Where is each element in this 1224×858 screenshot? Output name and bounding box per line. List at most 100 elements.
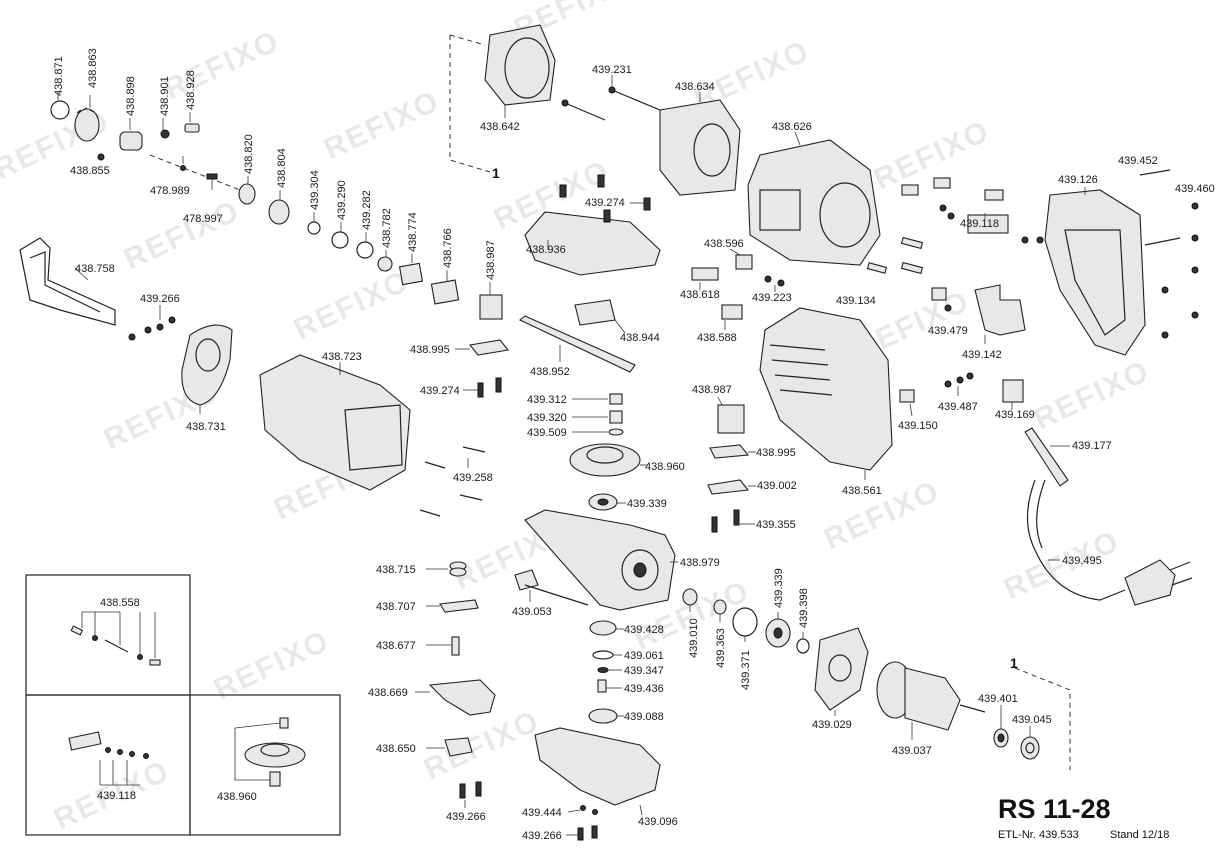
part-label-438677: 438.677 <box>376 640 416 652</box>
part-label-439460: 439.460 <box>1175 183 1215 195</box>
watermark: REFIXO <box>819 474 945 556</box>
gear-cover-part <box>259 354 411 491</box>
armature-side-parts <box>682 588 810 654</box>
part-label-438995a: 438.995 <box>410 344 450 356</box>
cord-guard-bits <box>899 372 1070 487</box>
part-label-438928: 438.928 <box>185 70 197 110</box>
part-label-439029: 439.029 <box>812 719 852 731</box>
housing-screws <box>419 446 486 517</box>
part-label-439061: 439.061 <box>624 650 664 662</box>
part-label-439150: 439.150 <box>898 420 938 432</box>
part-label-439142: 439.142 <box>962 349 1002 361</box>
part-label-438855: 438.855 <box>70 165 110 177</box>
part-label-438561: 438.561 <box>842 485 882 497</box>
chuck-parts <box>50 92 241 191</box>
part-label-439428: 439.428 <box>624 624 664 636</box>
watermark: REFIXO <box>209 624 335 706</box>
watermark: REFIXO <box>419 704 545 786</box>
part-label-439266a: 439.266 <box>140 293 180 305</box>
plug-part <box>1124 559 1176 606</box>
part-label-439274b: 439.274 <box>420 385 460 397</box>
part-label-438731: 438.731 <box>186 421 226 433</box>
long-screws <box>561 75 661 121</box>
plate-part <box>430 279 460 305</box>
part-label-439371: 439.371 <box>740 650 752 690</box>
part-label-439118b: 439.118 <box>97 790 136 802</box>
part-label-438804: 438.804 <box>276 148 288 188</box>
part-label-439096: 439.096 <box>638 816 678 828</box>
part-label-439266c: 439.266 <box>522 830 562 842</box>
watermark: REFIXO <box>869 114 995 196</box>
bearing-part <box>238 183 256 205</box>
part-label-439118a: 439.118 <box>960 218 999 230</box>
pin-stack <box>572 393 624 436</box>
part-label-439088: 439.088 <box>624 711 664 723</box>
part-label-438758: 438.758 <box>75 263 115 275</box>
shoe-screws <box>128 305 176 341</box>
part-label-439010: 439.010 <box>688 618 700 658</box>
part-label-438669: 438.669 <box>368 687 408 699</box>
part-label-439290: 439.290 <box>336 180 348 220</box>
part-label-438596: 438.596 <box>704 238 744 250</box>
motor-cover-part <box>759 307 893 480</box>
clamp-plate-part <box>455 282 510 356</box>
part-label-439177: 439.177 <box>1072 440 1112 452</box>
handle-half-part <box>1044 169 1199 356</box>
part-label-439509: 439.509 <box>527 427 567 439</box>
part-label-439037: 439.037 <box>892 745 932 757</box>
watermark: REFIXO <box>289 264 415 346</box>
part-label-478989: 478.989 <box>150 185 190 197</box>
part-label-438782: 438.782 <box>381 208 393 248</box>
callout-number: 1 <box>1010 655 1018 671</box>
part-label-438871: 438.871 <box>53 56 65 96</box>
part-label-438766: 438.766 <box>442 228 454 268</box>
screws-355 <box>711 509 755 533</box>
part-label-438723: 438.723 <box>322 351 362 363</box>
part-label-439223: 439.223 <box>752 292 792 304</box>
center-column-parts <box>588 620 624 724</box>
part-label-439398: 439.398 <box>798 588 810 628</box>
part-label-439339a: 439.339 <box>627 498 667 510</box>
part-label-439479: 439.479 <box>928 325 968 337</box>
part-label-439401: 439.401 <box>978 693 1018 705</box>
part-label-438715: 438.715 <box>376 564 416 576</box>
part-label-438863: 438.863 <box>87 48 99 88</box>
part-label-438820: 438.820 <box>243 134 255 174</box>
part-label-438618: 438.618 <box>680 289 720 301</box>
spring-part <box>206 173 218 180</box>
armature-part <box>876 661 986 740</box>
gear-frame-part <box>524 174 661 276</box>
part-label-438642: 438.642 <box>480 121 520 133</box>
part-label-439495: 439.495 <box>1062 555 1102 567</box>
part-label-439282: 439.282 <box>361 190 373 230</box>
switch-bits <box>866 177 1044 312</box>
part-label-438944: 438.944 <box>620 332 660 344</box>
part-label-439487: 439.487 <box>938 401 978 413</box>
screw-part <box>97 153 105 161</box>
plunger-part <box>518 315 636 373</box>
part-label-439436: 439.436 <box>624 683 664 695</box>
part-label-438995b: 438.995 <box>756 447 796 459</box>
part-label-439304: 439.304 <box>309 170 321 210</box>
screws-266b <box>459 781 482 808</box>
fan-baffle-part <box>814 627 869 716</box>
part-label-438901: 438.901 <box>159 76 171 116</box>
part-label-439312: 439.312 <box>527 394 567 406</box>
o-ring-part <box>50 100 70 120</box>
part-label-439169: 439.169 <box>995 409 1035 421</box>
bottom-cover-part <box>534 727 661 841</box>
part-label-438960a: 438.960 <box>645 461 685 473</box>
part-label-438952: 438.952 <box>530 366 570 378</box>
watermark: REFIXO <box>159 24 285 106</box>
sleeve-part <box>119 131 143 151</box>
detail-box-brushes <box>25 574 191 696</box>
gear-ring-part <box>74 108 100 142</box>
part-label-439134: 439.134 <box>836 295 876 307</box>
gear-housing-part <box>524 509 678 611</box>
switch-part <box>974 284 1026 344</box>
part-label-478997: 478.997 <box>183 213 223 225</box>
block-part <box>479 294 503 320</box>
part-label-439266b: 439.266 <box>446 811 486 823</box>
part-label-438898: 438.898 <box>125 76 137 116</box>
